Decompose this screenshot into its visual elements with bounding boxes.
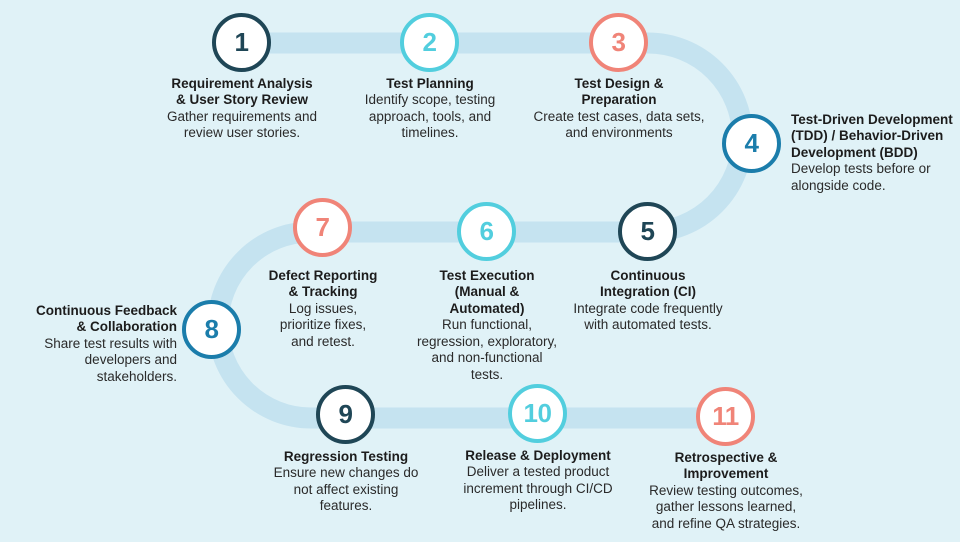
step-circle-1: 1	[212, 13, 271, 72]
step-circle-5: 5	[618, 202, 677, 261]
step-text-5: Continuous Integration (CI) Integrate co…	[538, 268, 758, 334]
step-title: Regression Testing	[283, 449, 409, 464]
step-title: Test Design & Preparation	[574, 76, 664, 108]
step-text-6: Test Execution (Manual & Automated) Run …	[377, 268, 597, 383]
step-description: Deliver a tested product increment throu…	[463, 464, 613, 513]
step-circle-4: 4	[722, 114, 781, 173]
step-number: 2	[422, 27, 437, 57]
step-text-3: Test Design & Preparation Create test ca…	[509, 76, 729, 142]
step-text-10: Release & Deployment Deliver a tested pr…	[428, 448, 648, 514]
step-description: Gather requirements and review user stor…	[166, 108, 318, 141]
step-description: Identify scope, testing approach, tools,…	[364, 92, 496, 141]
step-title: Release & Deployment	[465, 448, 611, 463]
step-text-7: Defect Reporting & Tracking Log issues, …	[213, 268, 433, 350]
step-description: Share test results with developers and s…	[44, 335, 177, 384]
step-title: Test Planning	[386, 76, 474, 91]
step-description: Ensure new changes do not affect existin…	[273, 465, 419, 514]
step-circle-11: 11	[696, 387, 755, 446]
step-number: 3	[611, 27, 626, 57]
step-text-4: Test-Driven Development (TDD) / Behavior…	[791, 112, 960, 194]
step-circle-2: 2	[400, 13, 459, 72]
step-title: Test Execution (Manual & Automated)	[439, 268, 535, 316]
step-title: Requirement Analysis & User Story Review	[171, 76, 313, 108]
step-number: 7	[315, 212, 330, 242]
step-circle-8: 8	[182, 300, 241, 359]
step-description: Develop tests before or alongside code.	[791, 161, 931, 193]
step-description: Log issues, prioritize fixes, and retest…	[279, 300, 367, 349]
step-number: 9	[338, 399, 353, 429]
step-title: Retrospective & Improvement	[674, 450, 778, 482]
step-circle-10: 10	[508, 384, 567, 443]
step-number: 8	[204, 314, 219, 344]
step-circle-6: 6	[457, 202, 516, 261]
step-title: Continuous Feedback & Collaboration	[35, 303, 177, 335]
step-circle-7: 7	[293, 198, 352, 257]
step-text-9: Regression Testing Ensure new changes do…	[236, 449, 456, 515]
step-description: Run functional, regression, exploratory,…	[416, 317, 558, 382]
step-title: Test-Driven Development (TDD) / Behavior…	[791, 112, 953, 160]
step-description: Review testing outcomes, gather lessons …	[649, 482, 803, 531]
step-number: 4	[744, 128, 759, 158]
step-number: 11	[712, 401, 739, 431]
step-circle-9: 9	[316, 385, 375, 444]
step-number: 1	[234, 27, 249, 57]
step-description: Integrate code frequently with automated…	[573, 300, 723, 333]
step-text-11: Retrospective & Improvement Review testi…	[616, 450, 836, 532]
step-number: 5	[640, 216, 655, 246]
step-title: Defect Reporting & Tracking	[268, 268, 378, 300]
step-number: 10	[523, 398, 552, 428]
step-number: 6	[479, 216, 494, 246]
step-text-1: Requirement Analysis & User Story Review…	[132, 76, 352, 142]
step-text-8: Continuous Feedback & Collaboration Shar…	[15, 303, 177, 385]
step-circle-3: 3	[589, 13, 648, 72]
step-description: Create test cases, data sets, and enviro…	[533, 108, 705, 141]
step-title: Continuous Integration (CI)	[600, 268, 696, 300]
step-text-2: Test Planning Identify scope, testing ap…	[320, 76, 540, 142]
